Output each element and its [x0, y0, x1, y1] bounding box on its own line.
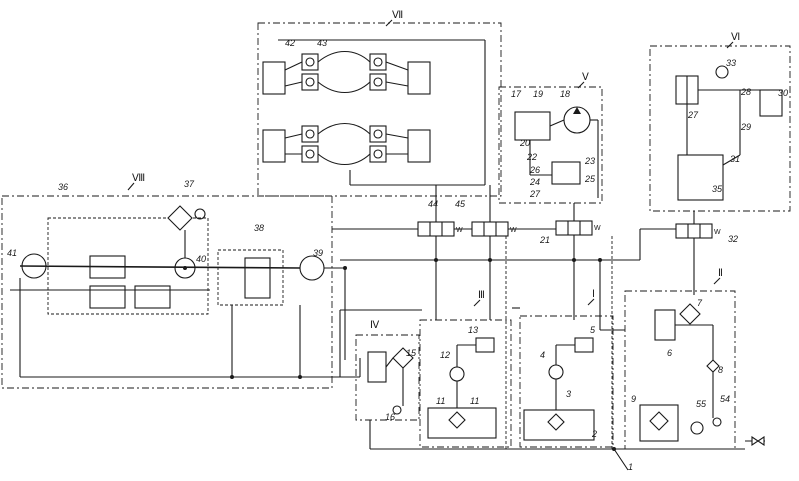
relief-13: [475, 337, 495, 353]
group-i-label: Ⅰ: [592, 289, 595, 300]
label-27b: 27: [529, 189, 541, 199]
valve-38: [244, 257, 271, 299]
label-30: 30: [778, 88, 788, 98]
group-ii-boundary: [624, 290, 736, 450]
group-vii: Ⅶ 42 43: [257, 10, 502, 197]
label-38: 38: [254, 223, 264, 233]
gauge-33: [715, 65, 729, 79]
label-23: 23: [584, 156, 595, 166]
label-42: 42: [285, 38, 295, 48]
label-9: 9: [631, 394, 636, 404]
group-iv-boundary: [355, 334, 420, 421]
label-1: 1: [628, 462, 633, 472]
label-44: 44: [428, 199, 438, 209]
label-25: 25: [584, 174, 596, 184]
label-39: 39: [313, 248, 323, 258]
manifold-36: [47, 217, 209, 315]
label-45: 45: [455, 199, 466, 209]
label-22: 22: [526, 152, 537, 162]
label-18: 18: [560, 89, 570, 99]
valve-44-mark: W: [456, 227, 463, 234]
cylinder-bottom-left: [262, 129, 286, 163]
relief-5: [574, 337, 594, 353]
label-31: 31: [730, 154, 740, 164]
group-vi-boundary: [649, 45, 791, 212]
label-4: 4: [540, 350, 545, 360]
label-24: 24: [529, 177, 540, 187]
label-19: 19: [533, 89, 543, 99]
valve-21: [555, 220, 593, 236]
label-8: 8: [718, 365, 723, 375]
filter-31: [677, 154, 724, 201]
label-36: 36: [58, 182, 68, 192]
label-28: 28: [740, 87, 751, 97]
label-35: 35: [712, 184, 723, 194]
cylinder-42: [262, 61, 286, 95]
group-iii: Ⅲ 13 12 11 11: [419, 290, 512, 448]
label-5: 5: [590, 325, 596, 335]
label-21: 21: [539, 235, 550, 245]
label-55: 55: [696, 399, 707, 409]
group-v-label: Ⅴ: [582, 72, 589, 83]
label-43: 43: [317, 38, 327, 48]
motor-39: [299, 255, 325, 281]
label-54: 54: [720, 394, 730, 404]
label-2: 2: [591, 429, 597, 439]
junction-dots: [183, 258, 616, 451]
pump-12: [449, 366, 465, 382]
label-33: 33: [726, 58, 736, 68]
valve-21-mark: W: [594, 225, 601, 232]
label-7: 7: [697, 298, 703, 308]
group-v: Ⅴ 17 19 18 20 22 23 26 24 25 27: [498, 72, 603, 204]
label-12: 12: [440, 350, 450, 360]
pump-4: [548, 364, 564, 380]
label-27: 27: [687, 110, 699, 120]
valve-45-mark: W: [510, 227, 517, 234]
group-iii-boundary: [419, 319, 512, 448]
label-26: 26: [529, 165, 540, 175]
label-11a: 11: [436, 396, 445, 406]
group-ii: Ⅱ 7 6 8 9 55 54: [624, 268, 736, 450]
group-viii: Ⅷ 36 37 38 39 40 41: [1, 173, 360, 389]
label-29: 29: [740, 122, 751, 132]
group-vi: Ⅵ 33 28 30 27 29 31 35: [649, 32, 791, 212]
label-15: 15: [406, 348, 417, 358]
return-lines: 1: [339, 236, 765, 472]
valve-44: [417, 221, 455, 237]
label-11b: 11: [470, 396, 479, 406]
group-i-boundary: [519, 315, 614, 448]
label-32: 32: [728, 234, 738, 244]
label-40: 40: [196, 254, 206, 264]
group-vi-label: Ⅵ: [731, 32, 740, 43]
group-iv: Ⅳ 15 16: [355, 320, 420, 422]
valve-32-mark: W: [714, 229, 721, 236]
label-17: 17: [511, 89, 522, 99]
label-20: 20: [519, 138, 530, 148]
group-viii-boundary: [1, 195, 333, 389]
directional-valves: 44 W 45 W 21 W 32 W: [332, 185, 738, 331]
valve-32: [675, 223, 713, 239]
group-v-boundary: [498, 86, 603, 204]
label-13: 13: [468, 325, 478, 335]
label-3: 3: [566, 389, 571, 399]
group-vii-boundary: [257, 22, 502, 197]
group-viii-label: Ⅷ: [132, 173, 145, 184]
group-ii-label: Ⅱ: [718, 268, 723, 279]
filter-37: [167, 205, 193, 231]
filter-7: [679, 303, 701, 325]
label-6: 6: [667, 348, 672, 358]
group-iv-label: Ⅳ: [370, 320, 380, 331]
group-iii-label: Ⅲ: [478, 290, 485, 301]
label-37: 37: [184, 179, 195, 189]
label-41: 41: [7, 248, 17, 258]
label-16: 16: [385, 412, 395, 422]
cylinder-right-top: [407, 61, 431, 95]
cylinder-bottom-right: [407, 129, 431, 163]
valve-45: [471, 221, 509, 237]
group-i: Ⅰ 5 4 3 2: [519, 289, 614, 448]
group-vii-label: Ⅶ: [392, 10, 403, 21]
